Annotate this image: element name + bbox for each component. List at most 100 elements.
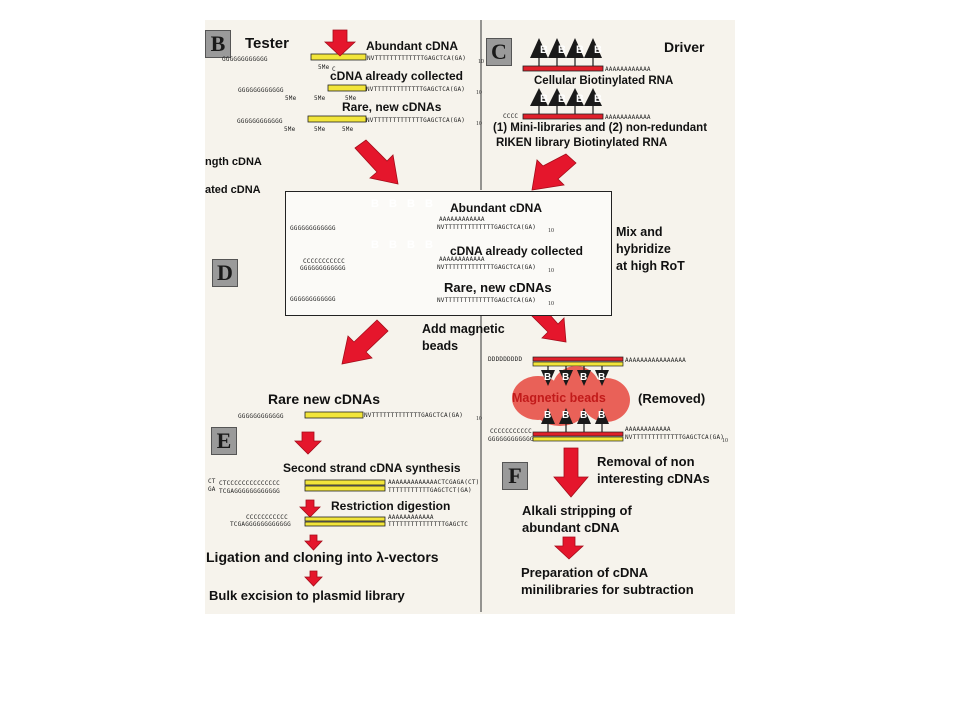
tester-seq-1: NVTTTTTTTTTTTTTGAGCTCA(GA)	[367, 55, 467, 62]
add-beads-label-2: beads	[422, 339, 459, 353]
e-seq-sub: 10	[476, 416, 482, 422]
mix-b-6: B	[389, 239, 397, 251]
arrow-f-1	[553, 447, 589, 498]
f-prep-label-1: Preparation of cDNA	[521, 565, 649, 580]
driver-b-1: B	[540, 44, 548, 56]
mix-b-4: B	[425, 198, 433, 210]
bead-b-5: B	[544, 410, 552, 421]
driver-b-7: B	[576, 93, 584, 105]
f-removal-label-2: interesting cDNAs	[597, 471, 710, 486]
mix-b-7: B	[407, 239, 415, 251]
driver-rna-1	[522, 65, 604, 72]
mix-c-tail: CCCCCCCCCCC	[303, 258, 345, 265]
driver-b-2: B	[558, 44, 566, 56]
e-digest-bottom	[304, 521, 386, 527]
arrow-e-3	[304, 534, 323, 551]
mix-side-3: at high RoT	[616, 259, 685, 273]
bead-b-2: B	[562, 372, 570, 383]
bead-biotin-bottom	[541, 408, 609, 424]
bead-b-7: B	[580, 410, 588, 421]
bead-b-6: B	[562, 410, 570, 421]
tester-rare-label: Rare, new cDNAs	[342, 100, 442, 114]
tester-mec-1: 5Me	[318, 64, 330, 71]
mix-g-tail-1: GGGGGGGGGGGG	[290, 225, 336, 232]
driver-b-6: B	[558, 93, 566, 105]
tester-g-tail-1: GGGGGGGGGGGG	[222, 56, 268, 63]
bead-seq-sub: 10	[722, 438, 728, 444]
e-c-tail-2: CCCCCCCCCCC	[246, 514, 288, 521]
tester-collected-strand	[327, 84, 367, 92]
mix-seq-2: NVTTTTTTTTTTTTTGAGCTCA(GA)	[437, 264, 537, 271]
e-digest-top	[304, 516, 386, 522]
driver-cellular-label: Cellular Biotinylated RNA	[534, 75, 674, 87]
mix-side-1: Mix and	[616, 225, 663, 239]
driver-mini-label-1: (1) Mini-libraries and (2) non-redundant	[493, 122, 708, 134]
f-alkali-label-1: Alkali stripping of	[522, 503, 632, 518]
tester-mec-3c: 5Me	[342, 126, 354, 133]
tester-mec-2c: 5Me	[345, 95, 357, 102]
add-beads-label-1: Add magnetic	[422, 322, 505, 336]
bead-top-red	[532, 356, 624, 362]
e-polya-2: AAAAAAAAAAAA	[388, 514, 434, 521]
mix-b-2: B	[389, 198, 397, 210]
driver-polya-2: AAAAAAAAAAAA	[605, 114, 651, 121]
tester-abundant-label: Abundant cDNA	[366, 39, 458, 53]
arrow-e-2	[299, 499, 321, 518]
mix-b-5: B	[371, 239, 379, 251]
arrow-d-to-e	[341, 319, 389, 365]
mix-b-1: B	[371, 198, 379, 210]
mix-b-3: B	[407, 198, 415, 210]
tester-rare-strand	[307, 115, 367, 123]
bead-top-seq: AAAAAAAAAAAAAAAA	[625, 357, 686, 364]
e-rare-label: Rare new cDNAs	[268, 391, 381, 407]
tester-title: Tester	[245, 35, 289, 52]
bead-b-1: B	[544, 372, 552, 383]
tester-seq-2-sub: 10	[476, 90, 482, 96]
mix-g-tail-2: GGGGGGGGGGGG	[300, 265, 346, 272]
driver-rna-2	[522, 113, 604, 120]
bead-b-8: B	[598, 410, 606, 421]
mix-b-8: B	[425, 239, 433, 251]
arrow-e-1	[294, 431, 322, 455]
panel-letter-e: E	[211, 427, 237, 455]
e-ct-1: CT	[208, 478, 216, 485]
f-alkali-label-2: abundant cDNA	[522, 520, 620, 535]
tester-seq-3-sub: 10	[476, 121, 482, 127]
tester-seq-2: NVTTTTTTTTTTTTTGAGCTCA(GA)	[366, 86, 466, 93]
tester-mec-3b: 5Me	[314, 126, 326, 133]
e-ctcgag: AAAAAAAAAAAAACTCGAGA(CT)	[388, 479, 480, 486]
tester-g-tail-2: GGGGGGGGGGGG	[238, 87, 284, 94]
driver-biotin-row-2	[530, 88, 602, 106]
arrow-down-tester	[323, 29, 357, 57]
driver-biotin-row-1	[530, 38, 602, 58]
e-g-tail: GGGGGGGGGGGG	[238, 413, 284, 420]
bead-biotin-top	[541, 370, 609, 386]
bead-ddd: DDDDDDDDD	[488, 356, 523, 363]
tester-mec-2b: 5Me	[314, 95, 326, 102]
arrow-e-4	[304, 570, 323, 587]
e-bulk-label: Bulk excision to plasmid library	[209, 588, 405, 603]
mix-seq-3-sub: 10	[548, 301, 554, 307]
panel-letter-c: C	[486, 38, 512, 66]
magnetic-beads-label: Magnetic beads	[512, 391, 606, 405]
tester-g-tail-3: GGGGGGGGGGGG	[237, 118, 283, 125]
tester-collected-label: cDNA already collected	[330, 69, 463, 83]
e-ds-top	[304, 479, 386, 486]
e-seq: NVTTTTTTTTTTTTTGAGCTCA(GA)	[364, 412, 464, 419]
arrow-f-2	[553, 536, 585, 560]
panel-letter-f: F	[502, 462, 528, 490]
driver-mini-label-2: RIKEN library Biotinylated RNA	[496, 137, 668, 149]
bead-bottom-yellow	[532, 436, 624, 442]
mix-polya-1: AAAAAAAAAAAA	[439, 216, 485, 223]
mix-g-tail-3: GGGGGGGGGGGG	[290, 296, 336, 303]
tester-mec-3a: 5Me	[284, 126, 296, 133]
bead-c-tail: CCCCCCCCCCC	[490, 428, 532, 435]
bead-top-yellow	[532, 361, 624, 367]
panel-letter-b: B	[205, 30, 231, 58]
mix-seq-1: NVTTTTTTTTTTTTTGAGCTCA(GA)	[437, 224, 537, 231]
bead-b-4: B	[598, 372, 606, 383]
driver-b-5: B	[540, 93, 548, 105]
bead-polya: AAAAAAAAAAAA	[625, 426, 671, 433]
diagram-panel	[205, 20, 735, 614]
